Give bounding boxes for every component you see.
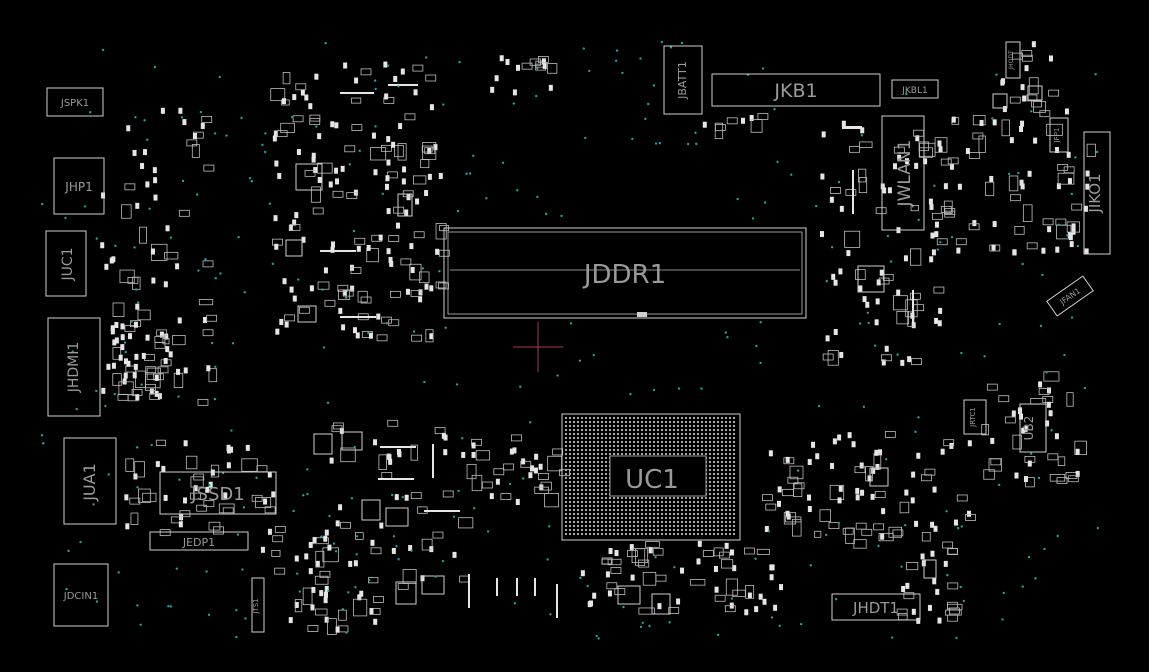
jts1-label: JTS1	[252, 598, 260, 614]
connector-jts1[interactable]: JTS1	[251, 577, 265, 633]
jfp1-label: JFP1	[1053, 128, 1061, 144]
jdcin1-label: JDCIN1	[63, 591, 98, 602]
jddr1-label: JDDR1	[582, 260, 666, 290]
small-components-layer	[100, 41, 1096, 635]
connector-jssd1[interactable]: JSSD1	[159, 471, 277, 515]
jkbl1-label: JKBL1	[901, 86, 927, 96]
jedp1-label: JEDP1	[182, 536, 215, 549]
jhdt1-label: JHDT1	[852, 599, 899, 617]
jhp1-label: JHP1	[64, 180, 92, 194]
chip-uc1[interactable]: UC1	[561, 413, 741, 541]
juc1-label: JUC1	[60, 247, 76, 281]
jspk1-label: JSPK1	[60, 98, 89, 109]
chip-ub2[interactable]: UB2	[1019, 403, 1047, 453]
connector-juc1[interactable]: JUC1	[45, 230, 87, 297]
connector-jdcin1[interactable]: JDCIN1	[53, 563, 109, 627]
jhodt-label: JHODT	[1008, 50, 1015, 71]
jrtc1-label: JRTC1	[969, 407, 977, 428]
connector-jkb1[interactable]: JKB1	[711, 73, 881, 107]
jhdmi1-label: JHDMI1	[66, 342, 82, 394]
connector-jbatt1[interactable]: JBATT1	[663, 45, 703, 115]
connector-jwlan1[interactable]: JWLAN1	[881, 115, 925, 231]
connector-jfp1[interactable]: JFP1	[1049, 117, 1069, 153]
connector-jua1[interactable]: JUA1	[63, 437, 117, 525]
vias-layer	[40, 40, 1100, 640]
jua1-label: JUA1	[80, 463, 99, 502]
connector-jhodt[interactable]: JHODT	[1005, 41, 1021, 79]
jwlan1-label: JWLAN1	[895, 140, 915, 208]
connector-jddr1[interactable]: JDDR1	[443, 227, 807, 319]
jiko1-label: JIKO1	[1086, 173, 1104, 213]
uc1-ball-grid	[564, 416, 736, 536]
jssd1-label: JSSD1	[190, 484, 244, 505]
connector-jkbl1[interactable]: JKBL1	[891, 79, 939, 99]
jbatt1-label: JBATT1	[676, 61, 689, 100]
connector-jhp1[interactable]: JHP1	[53, 157, 105, 215]
connector-jhdt1[interactable]: JHDT1	[831, 593, 921, 621]
jkb1-label: JKB1	[773, 80, 817, 102]
connector-jiko1[interactable]: JIKO1	[1083, 131, 1111, 255]
connector-jspk1[interactable]: JSPK1	[46, 87, 104, 117]
uc1-label: UC1	[625, 465, 679, 495]
ub2-label: UB2	[1022, 416, 1036, 441]
connector-jhdmi1[interactable]: JHDMI1	[47, 317, 101, 417]
connector-jrtc1[interactable]: JRTC1	[963, 399, 987, 435]
crosshair-cursor-icon	[513, 322, 563, 372]
connector-jedp1[interactable]: JEDP1	[149, 531, 249, 551]
